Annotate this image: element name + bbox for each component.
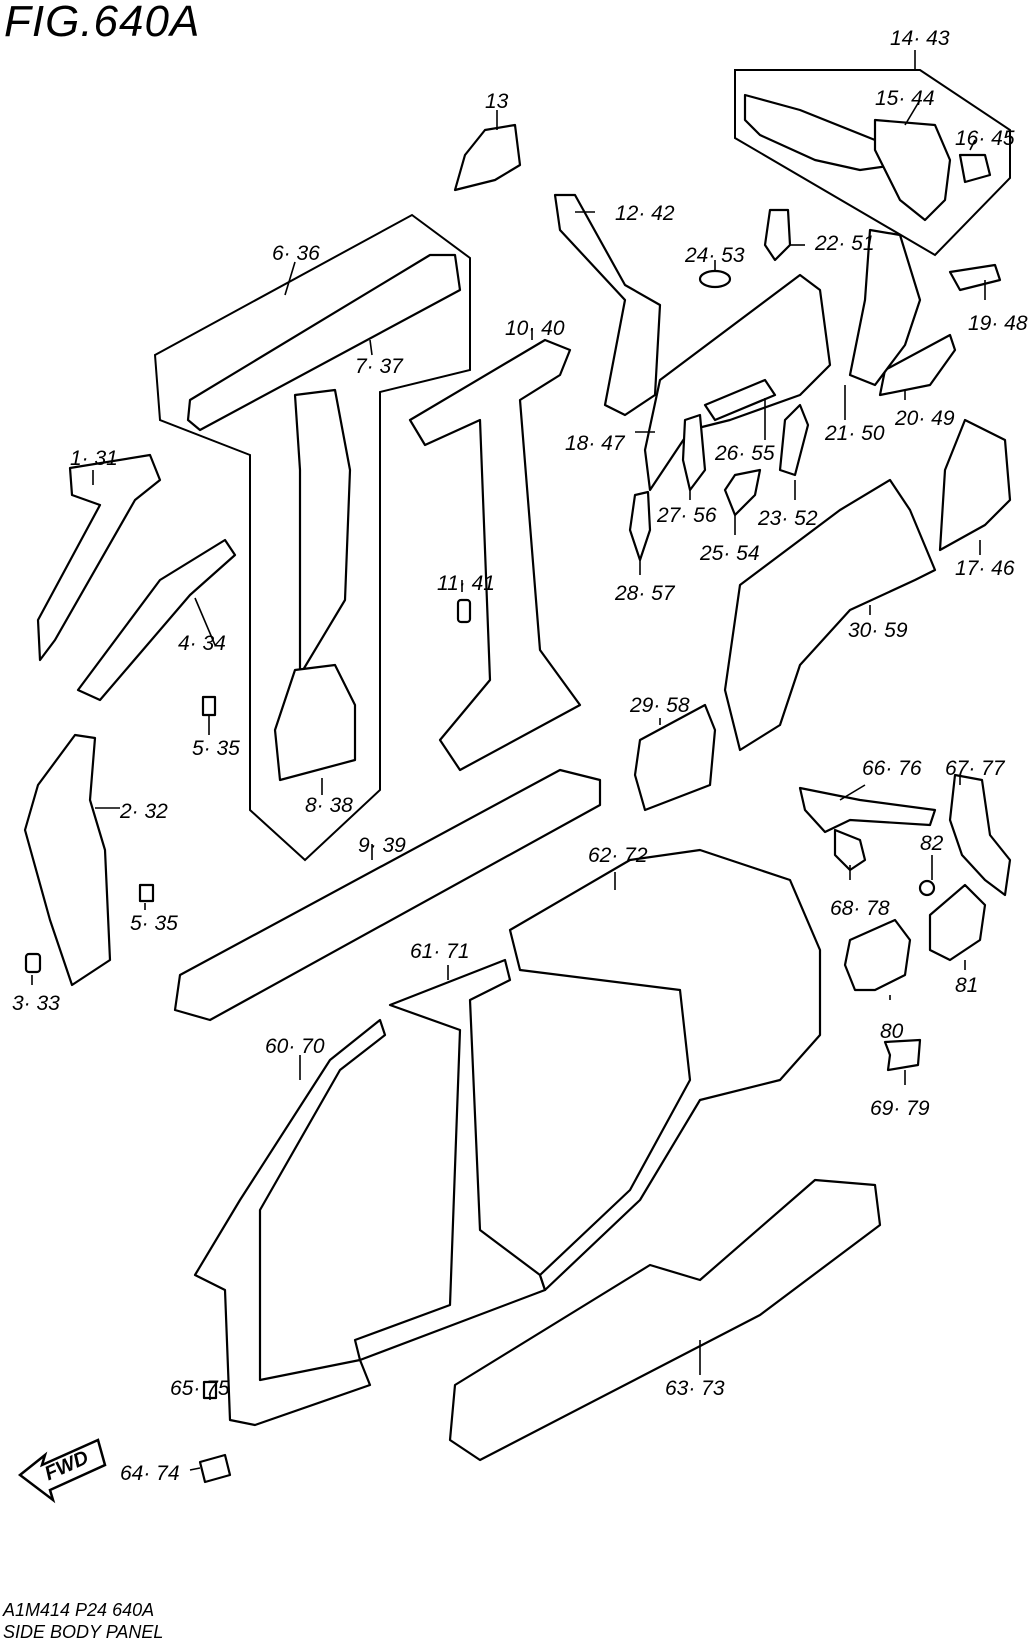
diagram-caption: SIDE BODY PANEL	[3, 1622, 164, 1642]
part-21-quarter-reinforcement[interactable]	[848, 228, 922, 387]
callout-labels: 1· 31 2· 32 3· 33 4· 34 5· 35 5· 35 6· 3…	[12, 27, 1028, 1485]
part-67-bracket[interactable]	[948, 773, 1012, 897]
part-6-roof-side-rail[interactable]	[186, 253, 462, 432]
callout: 81	[955, 974, 978, 997]
part-12-rear-pillar[interactable]	[553, 193, 662, 417]
callout: 1· 31	[70, 447, 118, 470]
callout: 80	[880, 1020, 904, 1043]
part-13-bracket[interactable]	[453, 123, 522, 192]
part-5-clip-lower[interactable]	[138, 883, 155, 903]
part-66-bracket[interactable]	[798, 786, 937, 834]
part-3-clip[interactable]	[24, 952, 42, 974]
callout: 66· 76	[862, 757, 922, 780]
callout: 5· 35	[192, 737, 240, 760]
part-9-side-sill[interactable]	[173, 768, 602, 1022]
leader-lines	[31, 50, 986, 1471]
part-1-front-pillar-upper[interactable]	[36, 453, 162, 662]
part-17-rear-panel[interactable]	[938, 418, 1012, 552]
callout: 19· 48	[968, 312, 1028, 335]
callout: 63· 73	[665, 1377, 725, 1400]
callout: 62· 72	[588, 844, 648, 867]
callout: 14· 43	[890, 27, 950, 50]
part-19-bracket[interactable]	[948, 263, 1002, 292]
callout: 25· 54	[699, 542, 760, 565]
callout: 2· 32	[119, 800, 168, 823]
callout: 15· 44	[875, 87, 935, 110]
callout: 6· 36	[272, 242, 320, 265]
part-80-fuel-filler-housing[interactable]	[843, 918, 912, 992]
callout: 82	[920, 832, 944, 855]
callout: 67· 77	[945, 757, 1006, 780]
callout: 17· 46	[955, 557, 1015, 580]
callout: 12· 42	[615, 202, 675, 225]
part-68-bracket[interactable]	[833, 828, 867, 872]
callout: 28· 57	[614, 582, 676, 605]
callout: 26· 55	[714, 442, 775, 465]
group-box-14-15-16	[734, 69, 1011, 257]
callout: 61· 71	[410, 940, 470, 963]
part-4-pillar-reinforcement[interactable]	[76, 538, 237, 702]
part-29-panel[interactable]	[633, 703, 717, 812]
part-27-bracket[interactable]	[681, 413, 707, 492]
callout: 13	[485, 90, 509, 113]
callout: 64· 74	[120, 1462, 180, 1485]
part-5-clip-upper[interactable]	[201, 695, 217, 717]
part-8-center-pillar-lower[interactable]	[273, 663, 357, 782]
callout: 16· 45	[955, 127, 1015, 150]
part-60-front-side-outer[interactable]	[193, 1018, 387, 1427]
callout: 60· 70	[265, 1035, 325, 1058]
part-69-bracket[interactable]	[883, 1038, 922, 1072]
part-11-clip[interactable]	[456, 598, 472, 624]
callout: 27· 56	[656, 504, 717, 527]
callout: 20· 49	[894, 407, 955, 430]
diagram-code: A1M414 P24 640A	[3, 1600, 155, 1620]
callout: 5· 35	[130, 912, 178, 935]
callout: 4· 34	[178, 632, 226, 655]
callout: 7· 37	[355, 355, 404, 378]
callout: 65· 75	[170, 1377, 230, 1400]
callout: 9· 39	[358, 834, 406, 857]
part-28-bracket[interactable]	[628, 490, 652, 562]
callout: 11· 41	[437, 572, 495, 595]
callout: 69· 79	[870, 1097, 930, 1120]
part-20-bracket[interactable]	[878, 333, 957, 397]
part-15-quarter-reinforcement[interactable]	[873, 118, 952, 222]
part-63-rocker-outer[interactable]	[448, 1178, 882, 1462]
group-box-6-7-8	[153, 213, 471, 862]
part-16-bracket[interactable]	[958, 153, 992, 184]
part-7-center-pillar-inner[interactable]	[293, 388, 352, 677]
callout: 10· 40	[505, 317, 565, 340]
part-25-bracket[interactable]	[723, 468, 762, 517]
callout: 8· 38	[305, 794, 353, 817]
callout: 29· 58	[629, 694, 690, 717]
part-2-front-pillar-lower[interactable]	[23, 733, 112, 987]
callout: 21· 50	[824, 422, 885, 445]
part-24-grommet[interactable]	[698, 269, 732, 289]
part-61-center-pillar-outer[interactable]	[353, 958, 547, 1362]
part-81-fuel-lid[interactable]	[928, 883, 987, 962]
part-14-quarter-inner[interactable]	[743, 93, 897, 172]
callout: 24· 53	[684, 244, 745, 267]
part-64-clip[interactable]	[198, 1453, 232, 1484]
callout: 23· 52	[757, 507, 818, 530]
part-30-wheelhouse-outer[interactable]	[723, 478, 937, 752]
part-62-quarter-outer[interactable]	[508, 848, 822, 1292]
figure-title: FIG.640A	[4, 0, 201, 46]
part-10-center-pillar-reinforcement[interactable]	[408, 338, 582, 772]
fwd-arrow-icon: FWD	[17, 1438, 107, 1504]
callout: 30· 59	[848, 619, 908, 642]
callout: 18· 47	[565, 432, 626, 455]
part-82-bumper[interactable]	[918, 879, 936, 897]
part-23-bracket[interactable]	[778, 403, 810, 477]
part-26-bracket[interactable]	[703, 378, 777, 422]
callout: 68· 78	[830, 897, 890, 920]
callout: 3· 33	[12, 992, 60, 1015]
part-22-bracket[interactable]	[763, 208, 792, 262]
callout: 22· 51	[814, 232, 875, 255]
